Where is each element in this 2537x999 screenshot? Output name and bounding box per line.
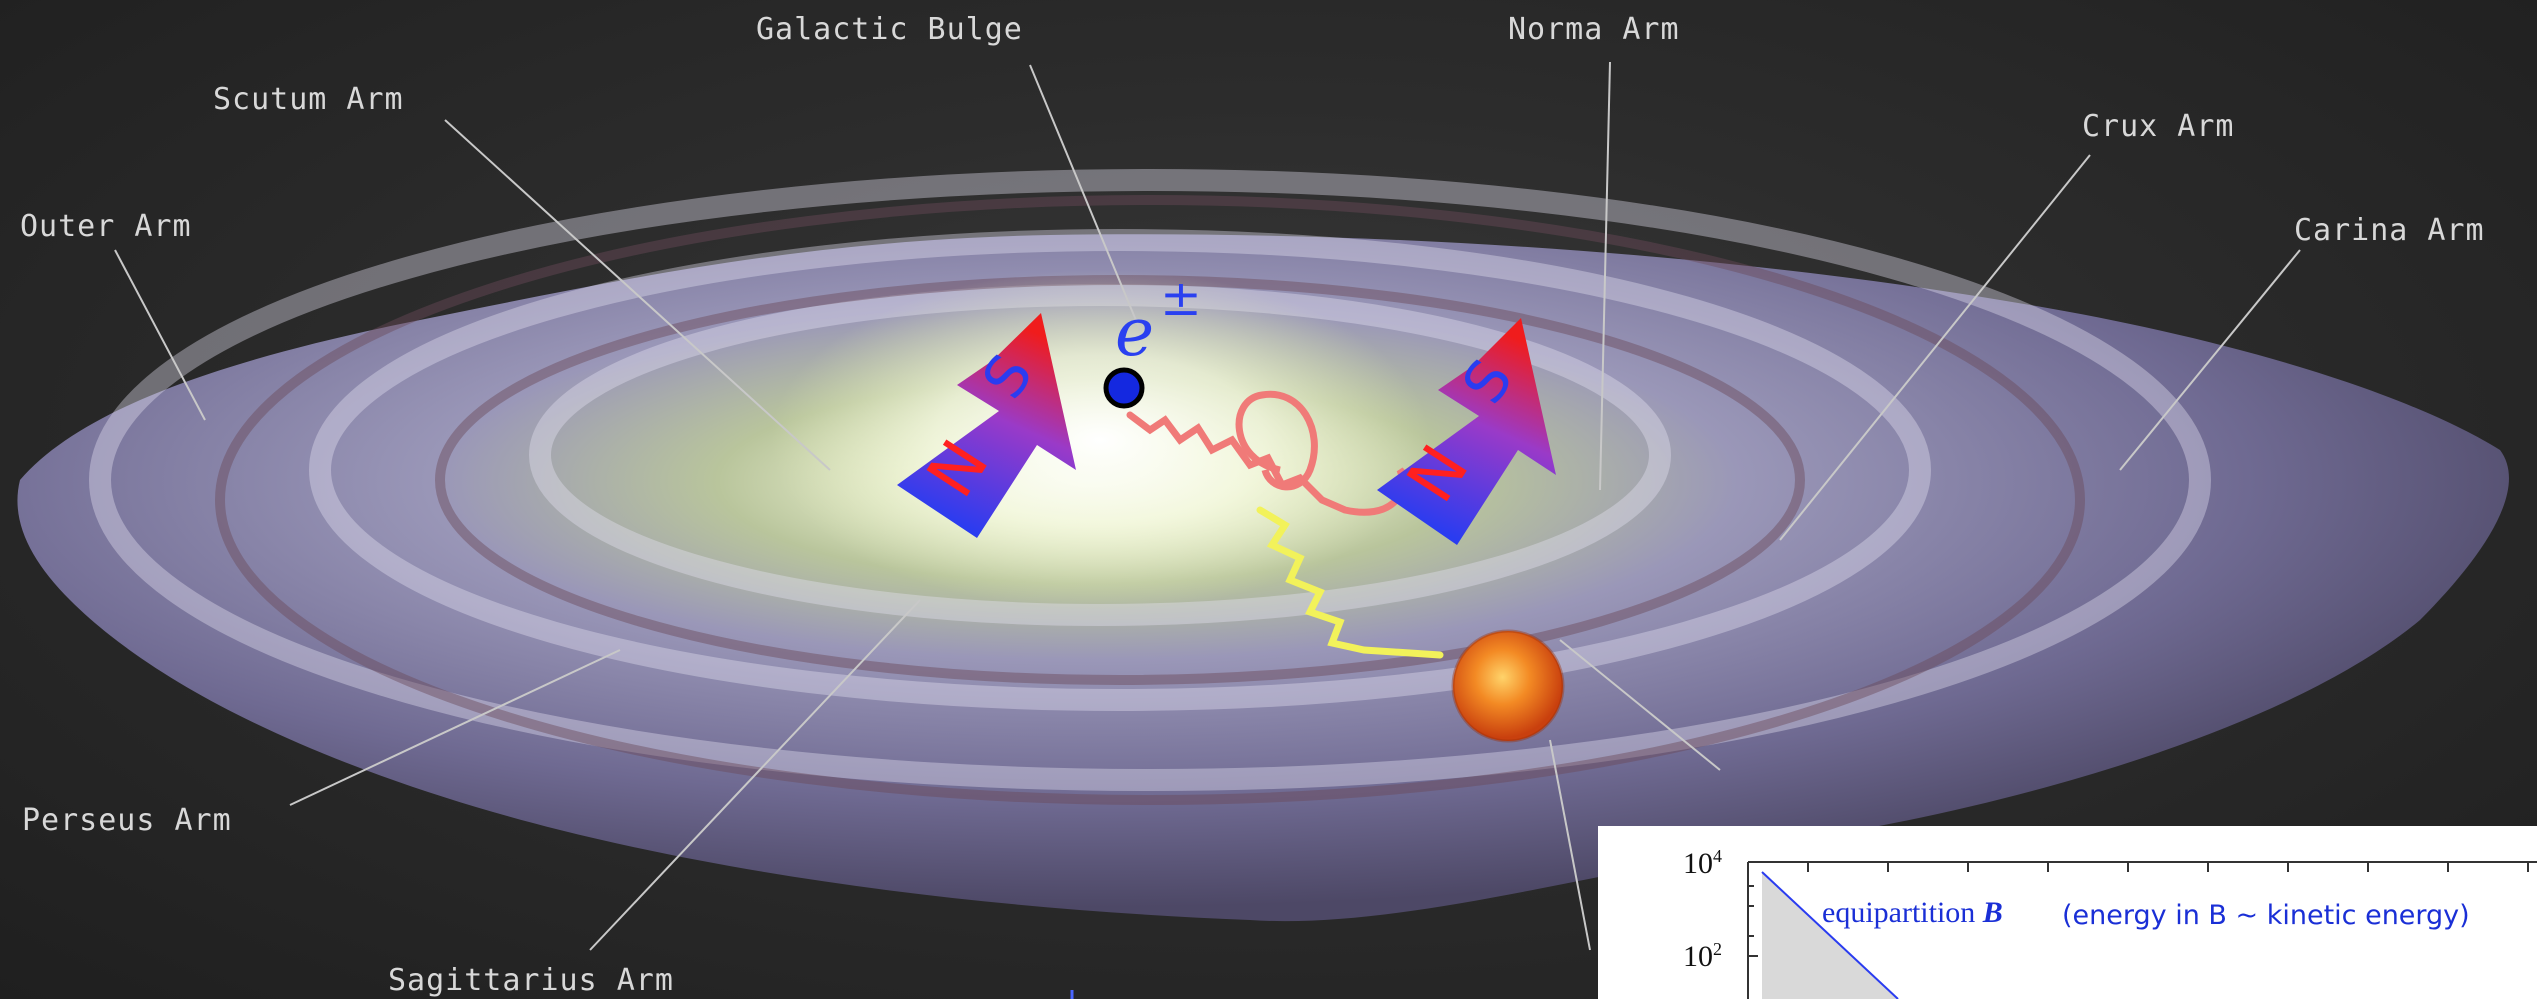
galactic-bulge-glow (770, 270, 1430, 610)
label-crux-arm: Crux Arm (2082, 109, 2235, 144)
synchrotron-loop (1235, 390, 1318, 491)
particle-dot (1103, 367, 1145, 409)
bar-magnet-left: N S (897, 313, 1076, 538)
label-carina-arm: Carina Arm (2294, 213, 2485, 248)
equipartition-note: (energy in B ~ kinetic energy) (2062, 900, 2470, 931)
particle-superscript: ± (1160, 269, 1202, 327)
label-scutum-arm: Scutum Arm (213, 82, 404, 117)
inset-chart-plot (1747, 861, 2537, 999)
y-tick-label-top: 104 (1683, 846, 1722, 880)
particle-symbol: e (1115, 294, 1154, 371)
label-galactic-bulge: Galactic Bulge (756, 12, 1023, 47)
top-axis-ticks (1807, 862, 2529, 872)
label-perseus-arm: Perseus Arm (22, 803, 232, 838)
equipartition-label: equipartition B (1822, 896, 2003, 929)
label-outer-arm: Outer Arm (20, 209, 192, 244)
photon-track (1256, 506, 1444, 659)
bar-magnet-right: N S (1377, 318, 1556, 545)
equipartition-line (1761, 871, 1899, 999)
y-axis-ticks (1748, 861, 1758, 957)
y-tick-label-mid: 102 (1683, 939, 1722, 973)
leader-lines (114, 61, 2301, 951)
inset-chart: 104 102 equipartition B (energy in B ~ k… (1598, 826, 2537, 999)
label-sagittarius-arm: Sagittarius Arm (388, 963, 674, 998)
label-norma-arm: Norma Arm (1508, 12, 1680, 47)
sun (1453, 631, 1563, 741)
